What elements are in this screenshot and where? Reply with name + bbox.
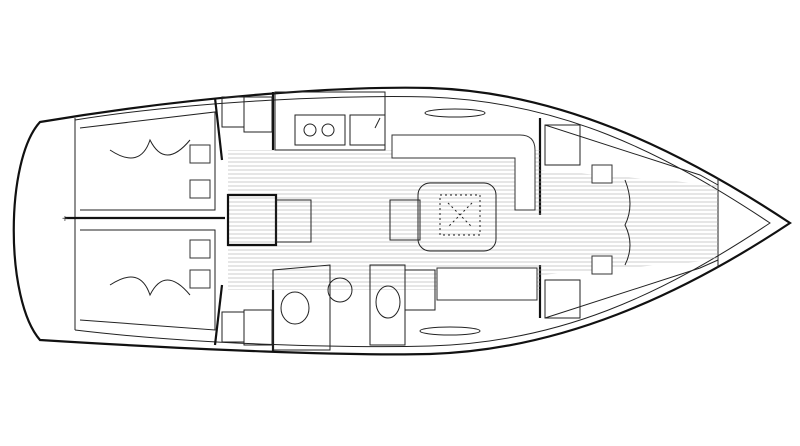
aft-berths (79, 111, 216, 331)
hatch-port (424, 108, 486, 118)
settee-starboard (436, 267, 538, 301)
galley (274, 91, 386, 151)
stern-mark: + (62, 214, 68, 225)
hull-outline (12, 86, 792, 356)
forward-cabin (544, 124, 719, 319)
settee-port (391, 134, 536, 211)
head-compartment (272, 264, 436, 351)
chart-seat (275, 199, 312, 243)
saloon-floor-forward (540, 170, 718, 275)
saloon-floor (228, 150, 540, 290)
aft-bulkhead-port (213, 97, 224, 161)
table-center (439, 194, 481, 236)
inner-hull-line (74, 96, 771, 348)
table-leaf (389, 199, 421, 241)
hatch-stbd (419, 326, 481, 336)
saloon-table (417, 182, 497, 252)
table-cross-b (447, 202, 473, 228)
aft-bulkhead-stbd (213, 284, 224, 346)
aft-lockers (221, 96, 273, 346)
